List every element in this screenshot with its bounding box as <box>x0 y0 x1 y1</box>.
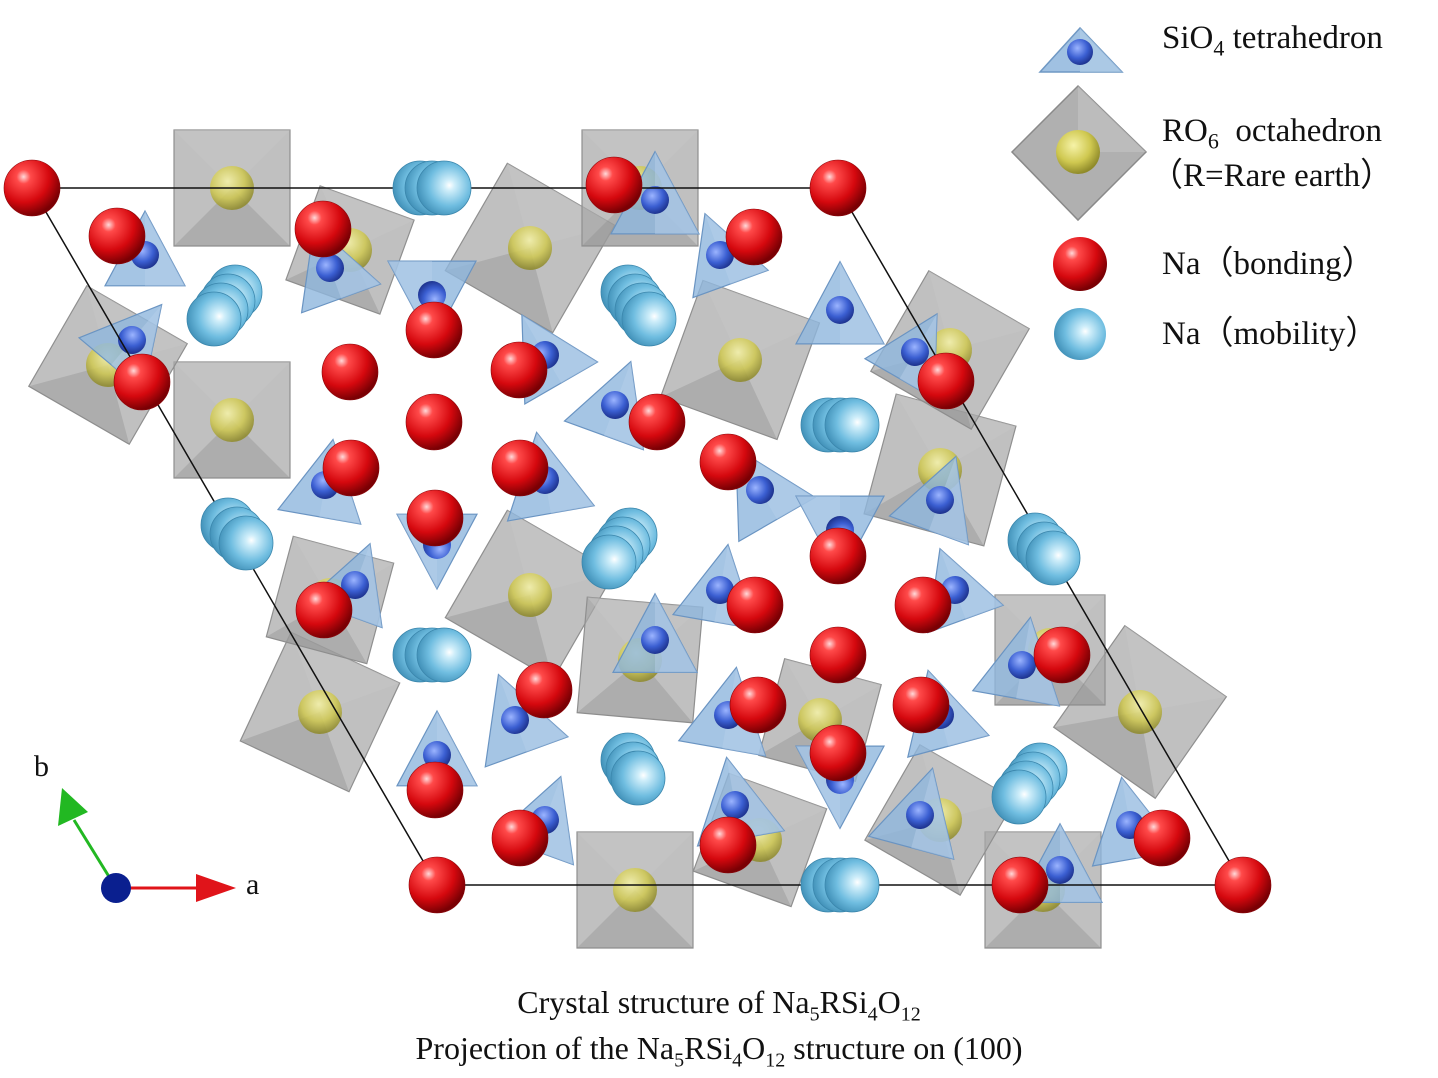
na-bonding-atom <box>628 393 686 451</box>
na-mobility-atom <box>186 291 242 347</box>
na-mobility-atom <box>581 534 637 590</box>
na-mobility-atom <box>1025 530 1081 586</box>
caption-line-2: Projection of the Na5RSi4O12 structure o… <box>415 1030 1023 1072</box>
na-mobility-stack <box>200 497 274 571</box>
octahedron <box>576 831 694 949</box>
na-bonding-atom <box>809 527 867 585</box>
axis-b-label: b <box>34 750 49 783</box>
tetrahedron-icon <box>1038 26 1124 73</box>
na-bonding-atom <box>406 489 464 547</box>
na-bonding-atom <box>699 433 757 491</box>
axis-origin <box>101 873 131 903</box>
na-mobility-stack <box>581 507 658 590</box>
tetrahedron <box>794 260 886 345</box>
sphere-blue-icon <box>1054 308 1106 360</box>
tetrahedron <box>867 767 955 860</box>
na-mobility-stack <box>800 857 880 913</box>
tetrahedron <box>609 150 701 235</box>
na-bonding-atom <box>491 439 549 497</box>
na-bonding-atom <box>894 576 952 634</box>
na-bonding-atom <box>408 856 466 914</box>
na-bonding-atom <box>1033 626 1091 684</box>
na-bonding-atom <box>585 156 643 214</box>
na-bonding-atom <box>294 200 352 258</box>
octahedron <box>444 509 616 681</box>
legend-sio4-label: SiO4 tetrahedron <box>1162 20 1383 61</box>
legend-ro6-note: （R=Rare earth） <box>1150 158 1394 194</box>
na-bonding-atom <box>726 576 784 634</box>
octahedron <box>173 361 291 479</box>
na-mobility-atom <box>610 750 666 806</box>
na-bonding-atom <box>515 661 573 719</box>
na-bonding-atom <box>3 159 61 217</box>
na-mobility-stack <box>800 397 880 453</box>
legend-na-bonding-label: Na（bonding） <box>1162 246 1375 282</box>
octahedron <box>239 631 401 793</box>
tetrahedron <box>611 592 699 673</box>
na-mobility-stack <box>392 160 472 216</box>
legend-ro6-label: RO6 octahedron <box>1162 113 1382 154</box>
axis-a-arrowhead <box>196 874 236 902</box>
legend-na-mobility-label: Na（mobility） <box>1162 316 1379 352</box>
na-bonding-atom <box>321 343 379 401</box>
na-bonding-atom <box>490 341 548 399</box>
na-bonding-atom <box>725 208 783 266</box>
na-bonding-atom <box>88 207 146 265</box>
axis-b-arrowhead <box>58 788 88 826</box>
na-mobility-stack <box>600 732 666 806</box>
tetrahedron <box>888 455 970 546</box>
na-bonding-atom <box>1214 856 1272 914</box>
na-mobility-stack <box>392 627 472 683</box>
na-mobility-atom <box>416 160 472 216</box>
na-mobility-atom <box>824 397 880 453</box>
na-bonding-atom <box>405 301 463 359</box>
caption-line-1: Crystal structure of Na5RSi4O12 <box>517 984 921 1026</box>
na-bonding-atom <box>113 353 171 411</box>
na-bonding-atom <box>699 816 757 874</box>
na-mobility-atom <box>824 857 880 913</box>
na-bonding-atom <box>322 439 380 497</box>
na-mobility-stack <box>991 742 1068 825</box>
na-bonding-atom <box>917 352 975 410</box>
na-mobility-atom <box>218 515 274 571</box>
na-mobility-stack <box>600 264 677 347</box>
na-bonding-atom <box>1133 809 1191 867</box>
na-bonding-atom <box>892 676 950 734</box>
na-bonding-atom <box>729 676 787 734</box>
na-mobility-stack <box>186 264 263 347</box>
na-bonding-atom <box>809 626 867 684</box>
octahedron <box>659 279 821 441</box>
na-bonding-atom <box>295 581 353 639</box>
axis-indicator <box>58 788 236 903</box>
na-bonding-atom <box>991 856 1049 914</box>
na-bonding-atom <box>405 393 463 451</box>
na-mobility-atom <box>416 627 472 683</box>
octahedron-icon <box>1010 84 1148 222</box>
na-bonding-atom <box>406 761 464 819</box>
sphere-red-icon <box>1053 237 1107 291</box>
atoms-layer <box>3 156 1272 914</box>
caption-formula-1: Na5RSi4O12 <box>772 984 921 1026</box>
na-mobility-atom <box>991 769 1047 825</box>
tetrahedron <box>563 360 645 451</box>
na-bonding-atom <box>809 724 867 782</box>
axis-a-label: a <box>246 868 260 901</box>
na-bonding-atom <box>809 159 867 217</box>
na-mobility-stack <box>1007 512 1081 586</box>
na-mobility-atom <box>621 291 677 347</box>
caption-formula-2: Na5RSi4O12 <box>636 1030 786 1072</box>
tetrahedron <box>103 209 187 287</box>
na-bonding-atom <box>491 809 549 867</box>
